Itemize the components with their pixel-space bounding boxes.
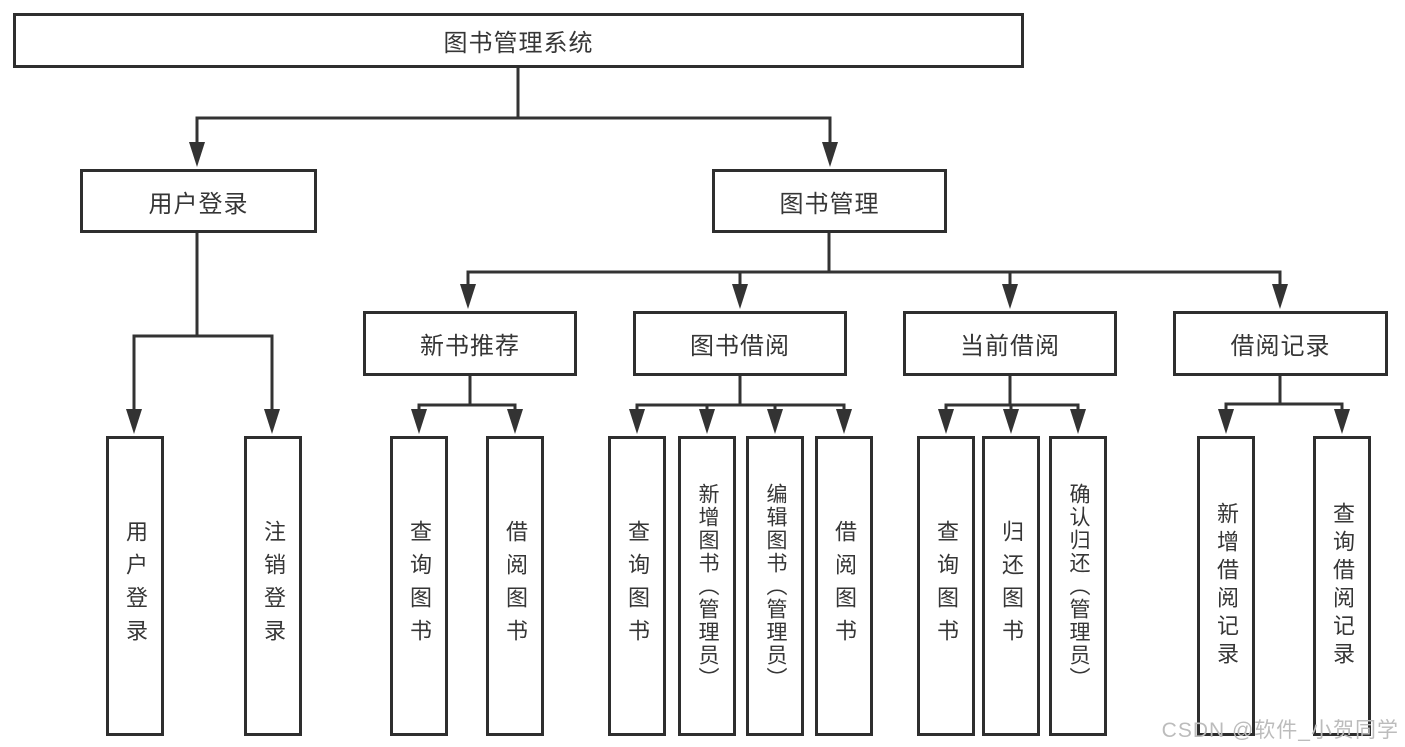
node-leaf-query-borrow-record: 查询借阅记录 xyxy=(1313,436,1371,736)
node-leaf-confirm-return-admin: 确认归还（管理员） xyxy=(1049,436,1107,736)
node-label: 借阅图书 xyxy=(832,520,857,652)
node-label: 查询图书 xyxy=(934,520,959,652)
node-label: 新增借阅记录 xyxy=(1214,502,1239,670)
node-label: 借阅记录 xyxy=(1230,333,1331,360)
node-label: 借阅图书 xyxy=(503,520,528,652)
node-user-login: 用户登录 xyxy=(80,169,317,233)
node-label: 查询图书 xyxy=(407,520,432,652)
node-book-management: 图书管理 xyxy=(712,169,947,233)
node-leaf-current-query-books: 查询图书 xyxy=(917,436,975,736)
node-label: 图书借阅 xyxy=(690,333,790,360)
node-leaf-logout: 注销登录 xyxy=(244,436,302,736)
node-leaf-borrowing-borrow-books: 借阅图书 xyxy=(815,436,873,736)
node-leaf-user-login: 用户登录 xyxy=(106,436,164,736)
node-leaf-add-borrow-record: 新增借阅记录 xyxy=(1197,436,1255,736)
node-label: 用户登录 xyxy=(148,190,249,218)
node-leaf-recommend-query-books: 查询图书 xyxy=(390,436,448,736)
arrowheads xyxy=(126,142,1350,434)
node-label: 查询借阅记录 xyxy=(1330,502,1355,670)
node-label: 用户登录 xyxy=(123,520,148,652)
node-leaf-add-books-admin: 新增图书（管理员） xyxy=(678,436,736,736)
node-label: 确认归还（管理员） xyxy=(1067,482,1090,690)
node-label: 图书管理 xyxy=(779,190,880,218)
csdn-watermark: CSDN @软件_小贺同学 xyxy=(1161,719,1399,742)
node-label: 当前借阅 xyxy=(960,333,1060,360)
node-new-book-recommend: 新书推荐 xyxy=(363,311,577,376)
node-label: 归还图书 xyxy=(999,520,1024,652)
node-label: 新增图书（管理员） xyxy=(696,482,719,690)
node-leaf-recommend-borrow-books: 借阅图书 xyxy=(486,436,544,736)
node-borrowing-records: 借阅记录 xyxy=(1173,311,1388,376)
node-label: 新书推荐 xyxy=(420,333,520,360)
node-label: 编辑图书（管理员） xyxy=(764,482,787,690)
node-leaf-borrowing-query-books: 查询图书 xyxy=(608,436,666,736)
node-root-system: 图书管理系统 xyxy=(13,13,1024,68)
node-label: 查询图书 xyxy=(625,520,650,652)
node-book-borrowing: 图书借阅 xyxy=(633,311,847,376)
node-leaf-return-books: 归还图书 xyxy=(982,436,1040,736)
node-label: 注销登录 xyxy=(261,520,286,652)
node-label: 图书管理系统 xyxy=(443,30,594,57)
node-leaf-edit-books-admin: 编辑图书（管理员） xyxy=(746,436,804,736)
node-current-borrowing: 当前借阅 xyxy=(903,311,1117,376)
